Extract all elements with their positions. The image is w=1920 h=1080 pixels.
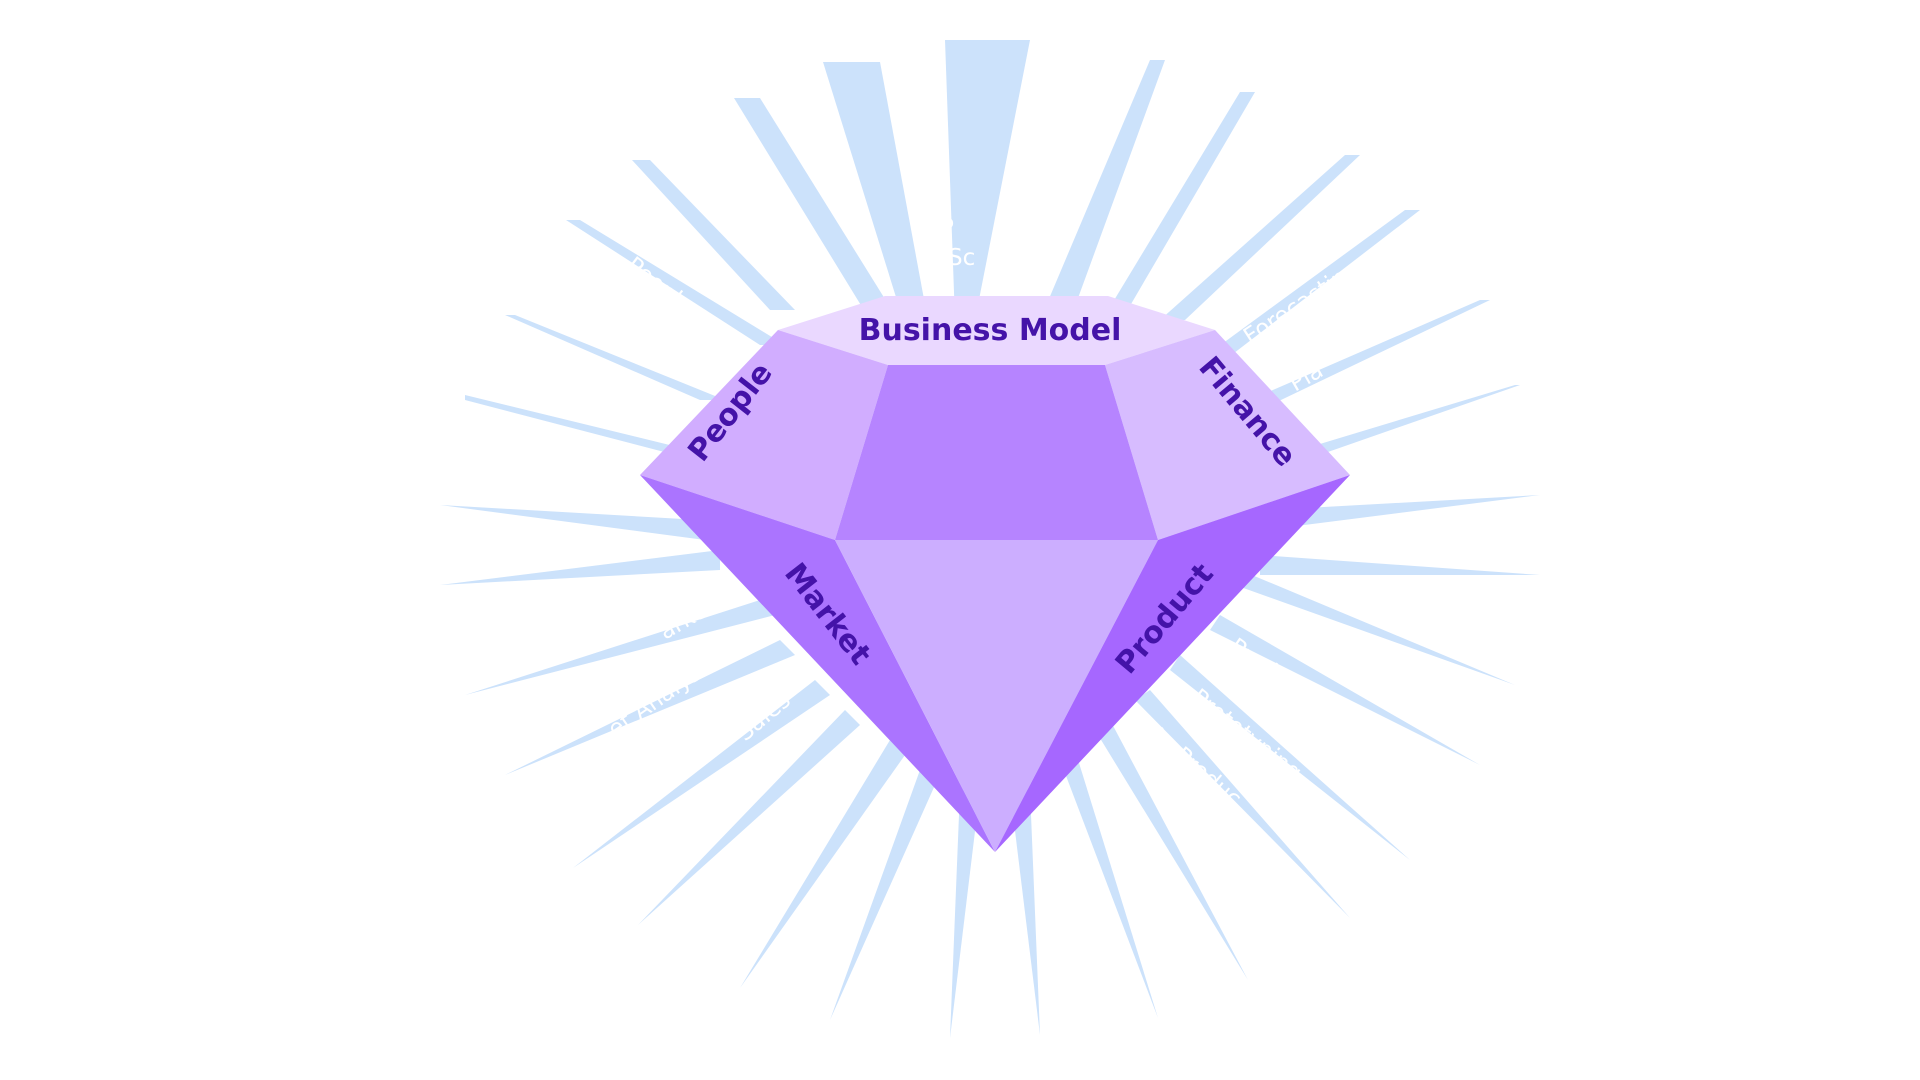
ray bbox=[945, 40, 1030, 320]
ray bbox=[566, 220, 785, 345]
ray bbox=[1010, 790, 1040, 1035]
ray bbox=[1260, 555, 1540, 575]
left-crown-facet bbox=[640, 330, 888, 540]
ray bbox=[734, 98, 898, 320]
ray bbox=[1135, 690, 1350, 918]
ray bbox=[1210, 615, 1480, 765]
ray bbox=[505, 640, 795, 775]
ray bbox=[1040, 60, 1165, 320]
right-crown-facet bbox=[1105, 330, 1350, 540]
center-crown-facet bbox=[835, 365, 1158, 540]
ray-text-top: Sc bbox=[948, 245, 975, 271]
ray bbox=[1170, 655, 1410, 860]
center-pavilion-facet bbox=[835, 540, 1158, 852]
ray bbox=[505, 315, 725, 400]
ray bbox=[1090, 92, 1255, 340]
ray-text-top: P bbox=[940, 215, 954, 241]
ray-text-market: et Analysis bbox=[604, 650, 722, 743]
ray bbox=[1265, 495, 1540, 530]
left-pavilion-facet bbox=[640, 475, 995, 852]
diamond-shape bbox=[640, 296, 1350, 852]
label-business-model: Business Model bbox=[859, 313, 1122, 348]
ray bbox=[830, 770, 935, 1020]
ray bbox=[440, 550, 720, 585]
right-pavilion-facet bbox=[995, 475, 1350, 852]
ray bbox=[1060, 750, 1158, 1018]
ray bbox=[440, 505, 705, 540]
ray bbox=[638, 710, 860, 925]
ray-text-finance: Forecasting bbox=[1239, 256, 1365, 350]
starburst-rays bbox=[440, 40, 1540, 1038]
ray bbox=[1095, 720, 1248, 980]
ray bbox=[1300, 385, 1520, 460]
ray bbox=[465, 600, 775, 695]
ray bbox=[1250, 300, 1490, 410]
ray bbox=[740, 740, 905, 988]
ray bbox=[1235, 570, 1515, 685]
ray bbox=[1200, 210, 1420, 360]
ray bbox=[465, 395, 695, 460]
ray bbox=[573, 680, 830, 868]
ray bbox=[1160, 155, 1360, 320]
table-top-facet bbox=[778, 296, 1215, 365]
ray bbox=[823, 62, 926, 310]
ray bbox=[632, 160, 795, 310]
ray bbox=[950, 790, 980, 1038]
